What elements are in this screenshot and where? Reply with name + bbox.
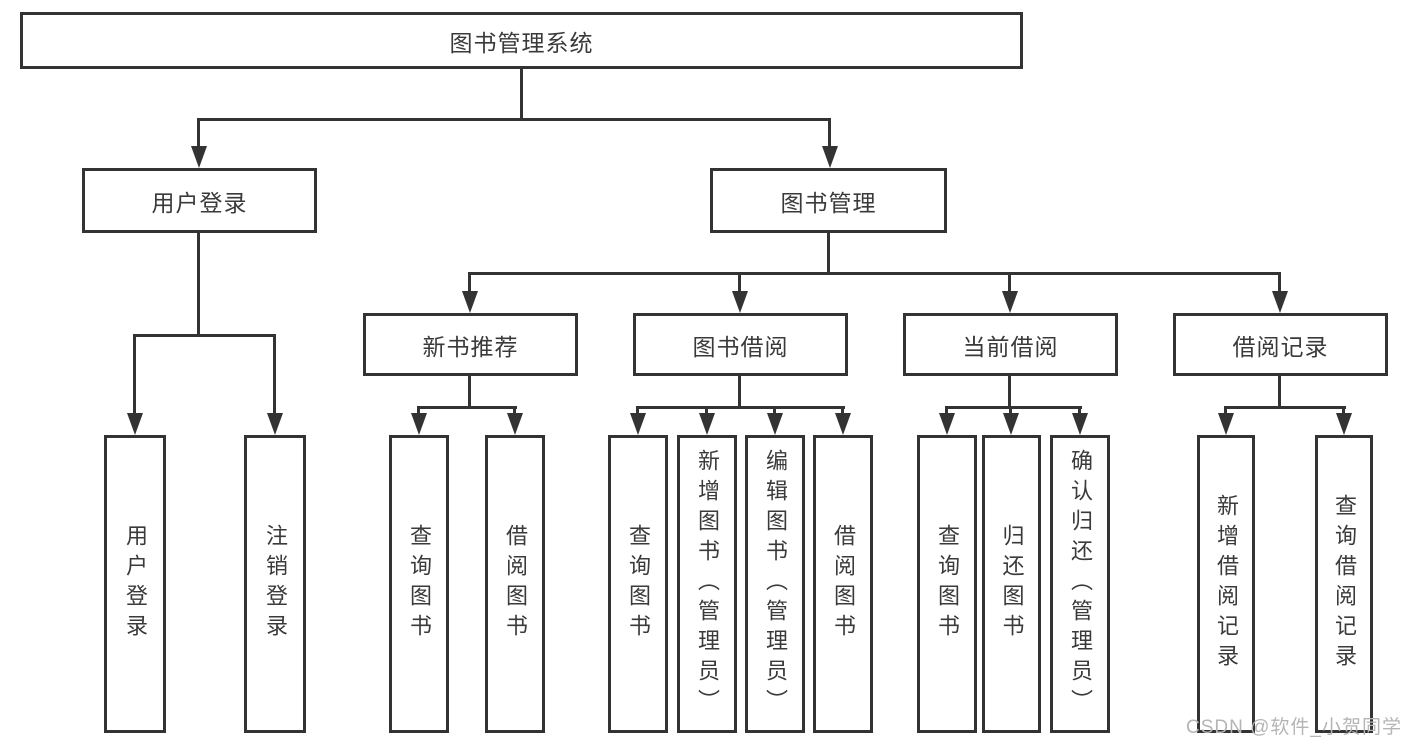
arrow-to-current-borrow — [1002, 291, 1018, 313]
arrow-to-leaf-bb-query — [630, 413, 646, 435]
connector-root-rail — [198, 118, 831, 121]
arrow-to-book-management — [822, 146, 838, 168]
connector-borrowrecords-rail — [1224, 406, 1346, 409]
leaf-cb-return-books: 归还图书 — [982, 435, 1041, 733]
leaf-user-login: 用户登录 — [104, 435, 166, 733]
connector-bb-add-drop — [705, 406, 708, 416]
connector-cb-query-drop — [945, 406, 948, 416]
connector-bookborrow-stem — [738, 376, 741, 406]
leaf-nb-query-books: 查询图书 — [389, 435, 449, 733]
leaf-cb-query-books: 查询图书 — [917, 435, 977, 733]
arrow-to-leaf-cb-query — [939, 413, 955, 435]
connector-borrowrecords-stem — [1278, 376, 1281, 406]
arrow-to-leaf-logout — [267, 413, 283, 435]
leaf-logout: 注销登录 — [244, 435, 306, 733]
leaf-bb-edit-books-admin: 编辑图书（管理员） — [745, 435, 805, 733]
arrow-to-new-book-recommend — [462, 291, 478, 313]
connector-newbooks-drop — [468, 272, 471, 293]
connector-bookmgmt-rail — [469, 272, 1281, 275]
connector-cb-confirm-drop — [1078, 406, 1081, 416]
connector-borrowrecords-drop — [1278, 272, 1281, 293]
arrow-to-user-login — [191, 146, 207, 168]
connector-bookborrow-rail — [636, 406, 845, 409]
connector-root-stem — [520, 69, 523, 118]
connector-leaf-userlogin-drop — [133, 334, 136, 414]
connector-leaf-logout-drop — [273, 334, 276, 414]
node-borrow-records: 借阅记录 — [1173, 313, 1388, 376]
csdn-watermark: CSDN @软件_小贺同学 — [1186, 717, 1402, 738]
connector-newbooks-rail — [417, 406, 517, 409]
arrow-to-leaf-bb-add — [699, 413, 715, 435]
connector-newbooks-stem — [468, 376, 471, 406]
connector-bb-query-drop — [636, 406, 639, 416]
arrow-to-leaf-br-query — [1336, 413, 1352, 435]
leaf-cb-confirm-return-admin: 确认归还（管理员） — [1050, 435, 1110, 733]
arrow-to-leaf-nb-borrow — [507, 413, 523, 435]
arrow-to-leaf-bb-borrow — [835, 413, 851, 435]
arrow-to-borrow-records — [1272, 291, 1288, 313]
connector-nb-query-drop — [417, 406, 420, 416]
leaf-br-query-record: 查询借阅记录 — [1315, 435, 1373, 733]
connector-currentborrow-rail — [945, 406, 1082, 409]
arrow-to-leaf-bb-edit — [767, 413, 783, 435]
node-user-login: 用户登录 — [82, 168, 317, 233]
connector-bookborrow-drop — [738, 272, 741, 293]
arrow-to-leaf-br-add — [1218, 413, 1234, 435]
leaf-bb-query-books: 查询图书 — [608, 435, 668, 733]
leaf-bb-borrow-books: 借阅图书 — [813, 435, 873, 733]
connector-bookmgmt-stem — [827, 233, 830, 272]
leaf-nb-borrow-books: 借阅图书 — [485, 435, 545, 733]
connector-br-query-drop — [1342, 406, 1345, 416]
arrow-to-book-borrow — [732, 291, 748, 313]
arrow-to-leaf-cb-return — [1003, 413, 1019, 435]
connector-userlogin-rail — [134, 334, 276, 337]
connector-userlogin-drop — [197, 118, 200, 148]
connector-bb-borrow-drop — [841, 406, 844, 416]
node-book-borrow: 图书借阅 — [633, 313, 848, 376]
leaf-bb-add-books-admin: 新增图书（管理员） — [677, 435, 737, 733]
connector-currentborrow-drop — [1008, 272, 1011, 293]
connector-br-add-drop — [1224, 406, 1227, 416]
connector-bb-edit-drop — [773, 406, 776, 416]
node-new-book-recommend: 新书推荐 — [363, 313, 578, 376]
arrow-to-leaf-nb-query — [411, 413, 427, 435]
arrow-to-leaf-user-login — [127, 413, 143, 435]
connector-bookmgmt-drop — [828, 118, 831, 148]
leaf-br-add-record: 新增借阅记录 — [1197, 435, 1255, 733]
node-book-management: 图书管理 — [710, 168, 947, 233]
connector-nb-borrow-drop — [513, 406, 516, 416]
connector-currentborrow-stem — [1008, 376, 1011, 406]
node-root: 图书管理系统 — [20, 12, 1023, 69]
connector-cb-return-drop — [1009, 406, 1012, 416]
node-current-borrow: 当前借阅 — [903, 313, 1118, 376]
arrow-to-leaf-cb-confirm — [1072, 413, 1088, 435]
connector-userlogin-stem — [197, 233, 200, 334]
